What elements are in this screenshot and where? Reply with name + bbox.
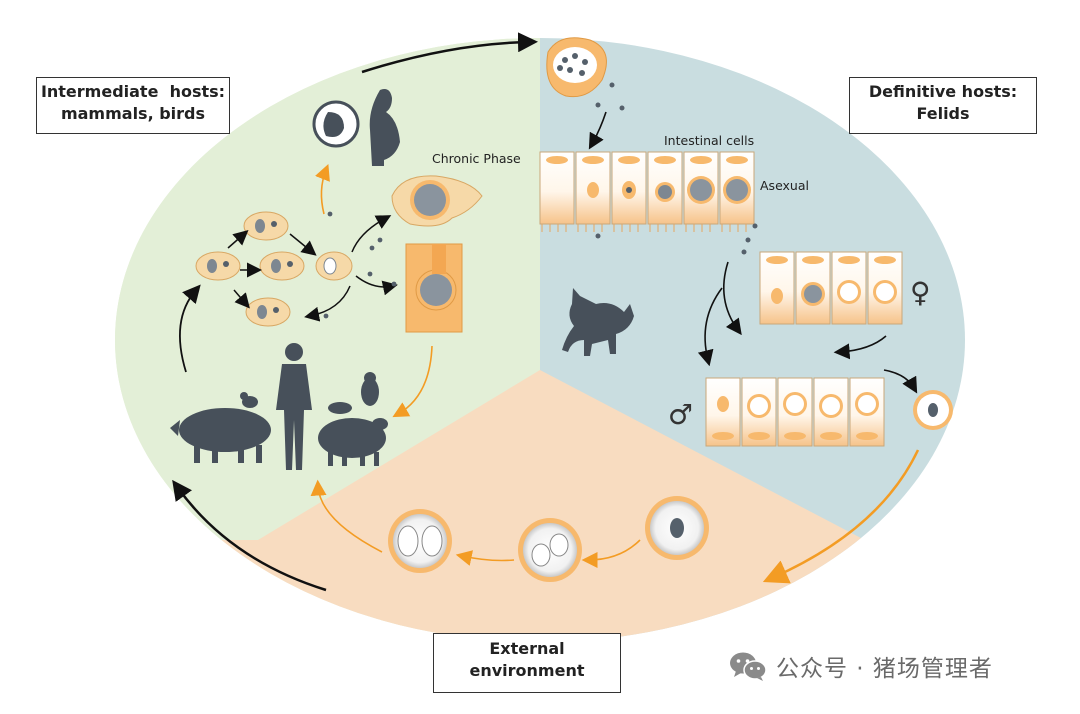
- fetus-icon: [312, 100, 360, 148]
- female-symbol: ♀: [910, 276, 931, 309]
- oocyst-sporulated-env: [388, 509, 452, 573]
- cycle-arrow-left: [172, 479, 327, 592]
- arrow-up-from-animals: [179, 284, 201, 373]
- arrow-t2: [289, 233, 317, 256]
- watermark-text: 公众号 · 猪场管理者: [776, 656, 993, 682]
- cycle-arrow-right: [762, 449, 920, 584]
- asexual-label: Asexual: [760, 178, 809, 193]
- intermediate-hosts-label: Intermediate hosts: mammals, birds: [36, 77, 230, 134]
- arrow-asexual-to-sexual: [722, 261, 742, 336]
- muscle-tissue-cyst: [405, 243, 463, 333]
- cycle-arrow-top: [361, 32, 538, 74]
- arrow-to-chronic-1: [351, 215, 392, 253]
- bird-silhouette-small: [240, 392, 258, 408]
- chronic-phase-label: Chronic Phase: [432, 151, 521, 166]
- arrow-t3: [233, 289, 250, 309]
- definitive-hosts-line2: Felids: [916, 104, 970, 123]
- sheep-silhouette: [318, 418, 388, 466]
- unsporulated-oocyst-felid: [913, 390, 953, 430]
- intermediate-hosts-line2: mammals, birds: [60, 104, 206, 123]
- arrow-female-to-fertilization: [833, 335, 887, 360]
- watermark: 公众号 · 猪场管理者: [728, 648, 993, 684]
- tachyzoite-cycle: [195, 211, 353, 327]
- arrow-to-chronic-2: [355, 275, 398, 296]
- oocyst-cluster: [546, 37, 625, 111]
- oocyst-sporulating-env: [518, 518, 582, 582]
- pig-silhouette: [170, 408, 271, 463]
- arrow-env-1: [581, 539, 641, 568]
- owl-silhouette: [361, 372, 379, 406]
- male-symbol: ♂: [668, 398, 693, 431]
- external-environment-line2: environment: [469, 661, 585, 680]
- human-silhouette: [276, 343, 312, 470]
- arrow-env-2: [455, 550, 515, 566]
- bradyzoite-marks: [323, 211, 397, 319]
- pregnant-woman-silhouette: [369, 89, 400, 166]
- arrow-to-chronic-3: [304, 285, 351, 322]
- rodent-silhouette: [328, 402, 352, 414]
- arrow-env-to-hosts: [310, 479, 383, 553]
- intermediate-hosts-line1: Intermediate hosts:: [40, 82, 226, 101]
- arrow-to-unsporulated-oocyst: [883, 369, 918, 394]
- arrow-tissue-to-animals: [392, 345, 433, 418]
- intestinal-cells-male: [705, 377, 885, 447]
- arrow-to-intestine: [588, 111, 607, 150]
- brain-tissue-cyst: [391, 175, 483, 227]
- intestinal-cells-sexual: [759, 251, 903, 325]
- external-environment-label: External environment: [433, 633, 621, 693]
- arrow-to-male: [697, 287, 723, 367]
- definitive-hosts-label: Definitive hosts: Felids: [849, 77, 1037, 134]
- arrow-t1: [227, 230, 249, 249]
- merozoites-released: [595, 223, 758, 255]
- intestinal-cells-asexual: [539, 151, 755, 232]
- arrow-to-pregnancy: [315, 164, 330, 215]
- cat-silhouette: [562, 288, 634, 356]
- external-environment-line1: External: [489, 639, 565, 658]
- oocyst-unsporulated-env: [645, 496, 709, 560]
- background-regions: [115, 38, 965, 642]
- intestinal-cells-label: Intestinal cells: [664, 133, 754, 148]
- definitive-hosts-line1: Definitive hosts:: [868, 82, 1018, 101]
- wechat-icon: [730, 652, 767, 681]
